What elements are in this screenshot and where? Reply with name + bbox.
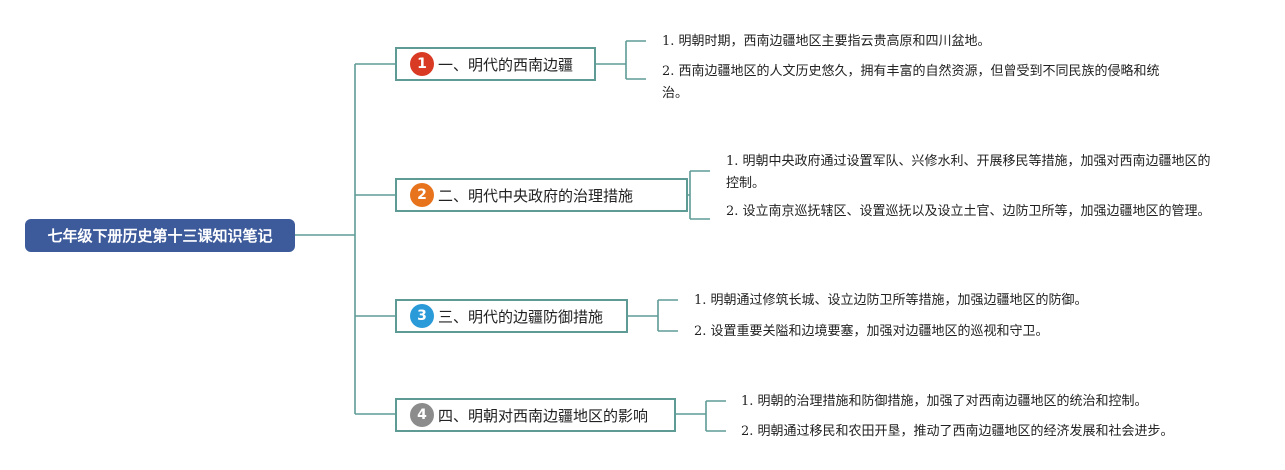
detail-2-1: 1. 明朝中央政府通过设置军队、兴修水利、开展移民等措施，加强对西南边疆地区的控… [726, 154, 1211, 191]
topic-node-1[interactable]: 1 一、明代的西南边疆 [395, 47, 596, 81]
number-badge-4: 4 [410, 403, 434, 427]
detail-3-2: 2. 设置重要关隘和边境要塞，加强对边疆地区的巡视和守卫。 [694, 324, 1049, 339]
detail-4-1: 1. 明朝的治理措施和防御措施，加强了对西南边疆地区的统治和控制。 [741, 394, 1148, 409]
topic-label-1: 一、明代的西南边疆 [438, 55, 574, 74]
detail-4-2: 2. 明朝通过移民和农田开垦，推动了西南边疆地区的经济发展和社会进步。 [741, 424, 1174, 439]
connector-details-4 [676, 400, 726, 432]
topic-label-3: 三、明代的边疆防御措施 [438, 307, 604, 326]
root-title: 七年级下册历史第十三课知识笔记 [47, 227, 273, 245]
number-badge-2: 2 [410, 183, 434, 207]
connector-details-3 [628, 299, 678, 332]
detail-1-1: 1. 明朝时期，西南边疆地区主要指云贵高原和四川盆地。 [662, 34, 991, 49]
connector-details-2 [688, 170, 710, 220]
detail-2-2: 2. 设立南京巡抚辖区、设置巡抚以及设立土官、边防卫所等，加强边疆地区的管理。 [726, 204, 1211, 219]
root-node[interactable]: 七年级下册历史第十三课知识笔记 [25, 219, 295, 252]
number-badge-3: 3 [410, 304, 434, 328]
topic-label-2: 二、明代中央政府的治理措施 [438, 186, 634, 205]
connector-details-1 [596, 40, 646, 80]
topic-node-3[interactable]: 3 三、明代的边疆防御措施 [395, 299, 628, 333]
topic-node-4[interactable]: 4 四、明朝对西南边疆地区的影响 [395, 398, 676, 432]
topic-label-4: 四、明朝对西南边疆地区的影响 [438, 406, 649, 425]
detail-1-2: 2. 西南边疆地区的人文历史悠久，拥有丰富的自然资源，但曾受到不同民族的侵略和统… [662, 64, 1160, 101]
detail-3-1: 1. 明朝通过修筑长城、设立边防卫所等措施，加强边疆地区的防御。 [694, 293, 1088, 308]
number-badge-1: 1 [410, 52, 434, 76]
topic-node-2[interactable]: 2 二、明代中央政府的治理措施 [395, 178, 688, 212]
